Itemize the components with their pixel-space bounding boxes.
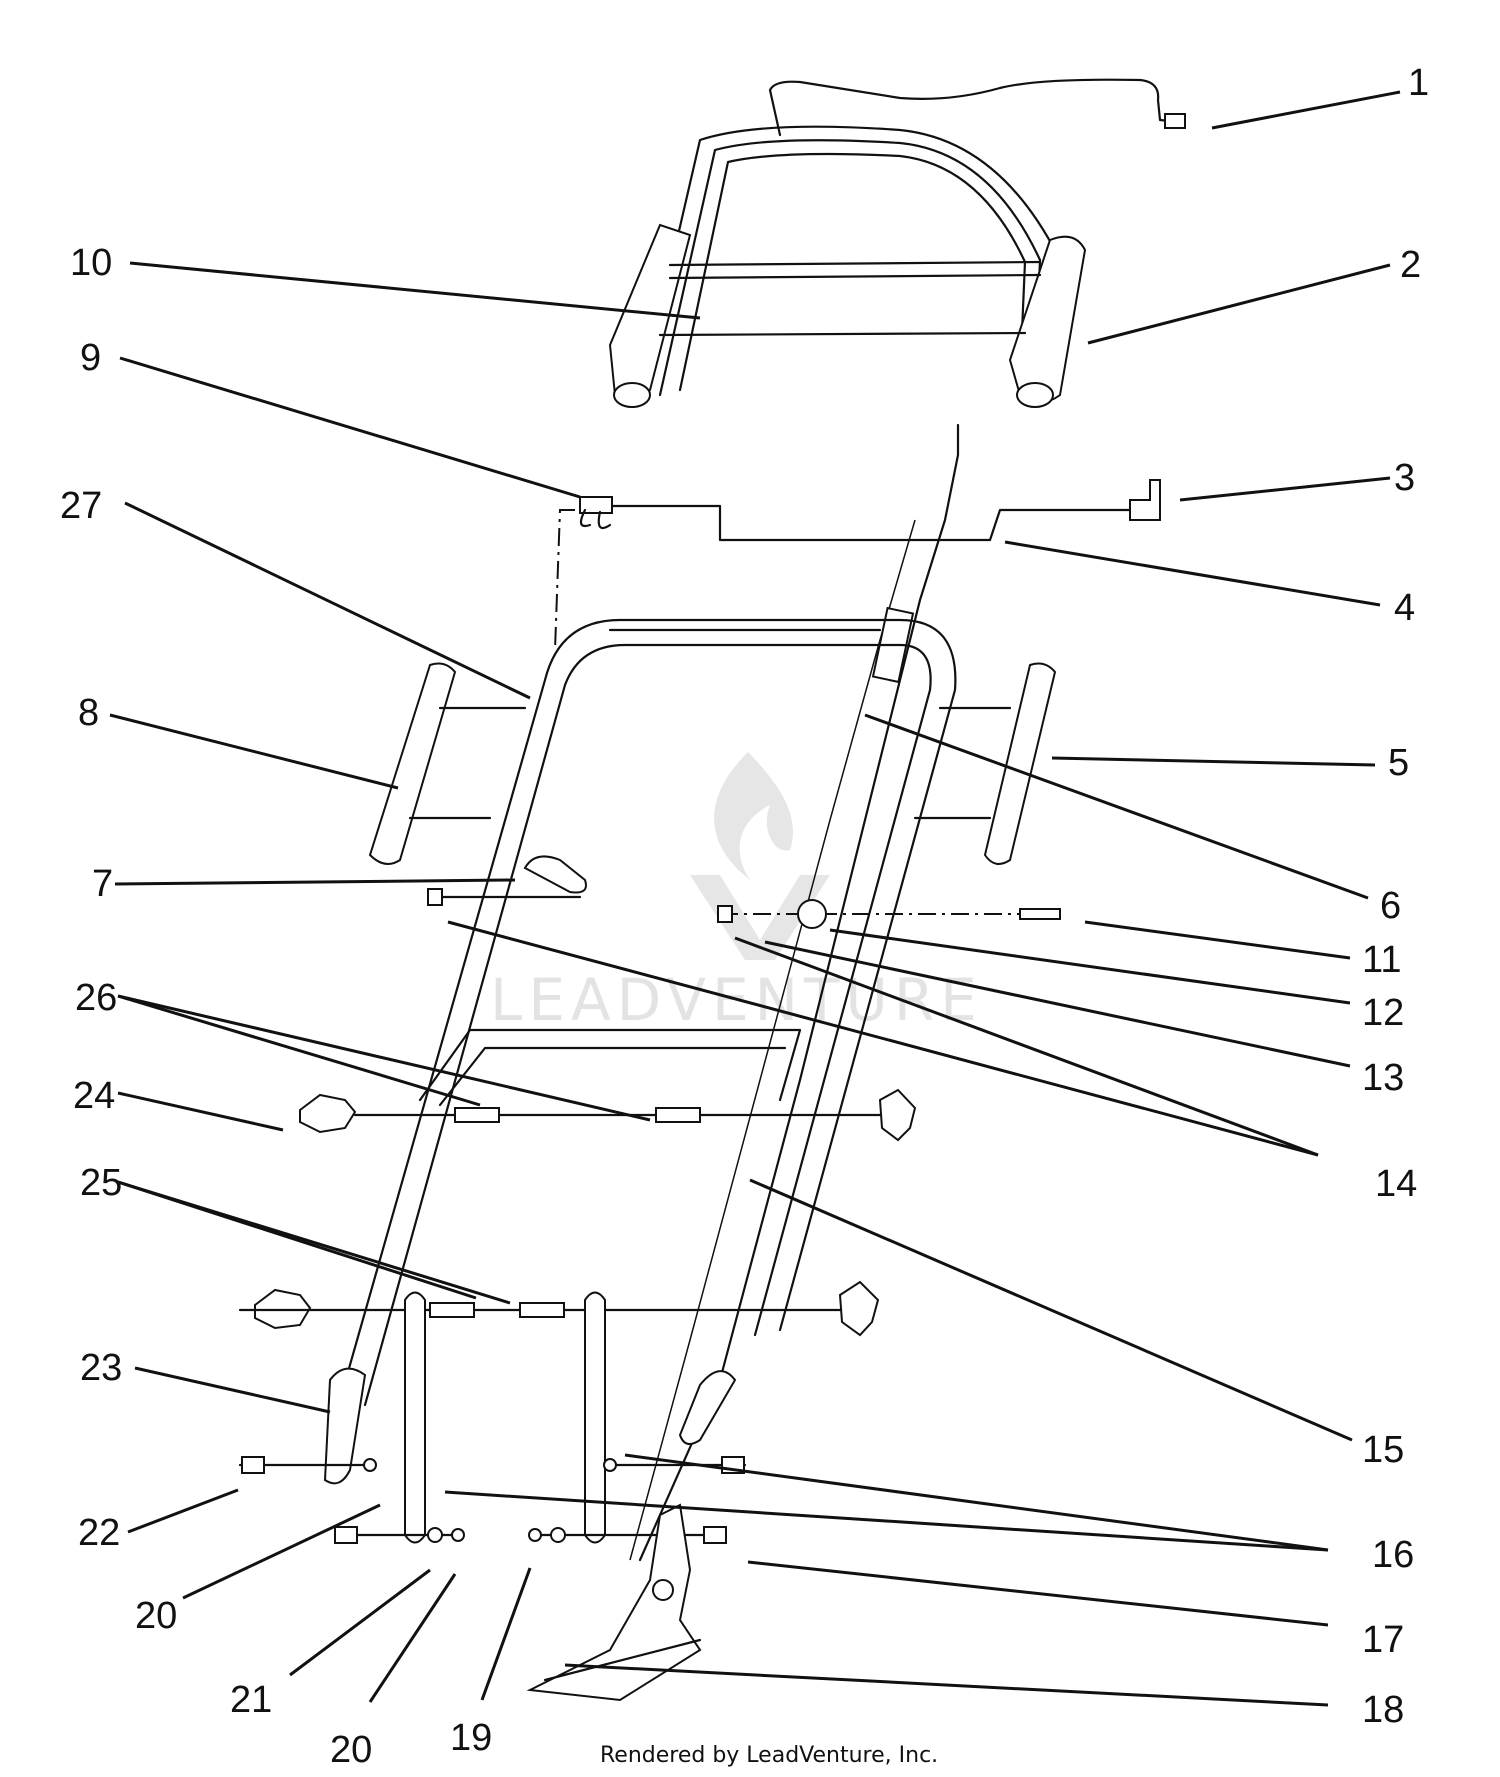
callout-25: 25 [80, 1162, 122, 1204]
knob-lower-right-part [838, 1280, 880, 1337]
watermark-text: LEADVENTURE [490, 966, 983, 1034]
callout-9: 9 [80, 337, 101, 379]
cable-drawing [638, 423, 960, 1562]
lower-handle-drawing [323, 618, 957, 1485]
callout-20-bottom: 20 [330, 1729, 372, 1771]
callout-19: 19 [450, 1717, 492, 1759]
callout-4: 4 [1394, 587, 1415, 629]
cable-guide-part [523, 855, 587, 894]
callout-5: 5 [1388, 742, 1409, 784]
cable-tie-right-part [983, 662, 1057, 865]
callout-10: 10 [70, 242, 112, 284]
callout-27: 27 [60, 485, 102, 527]
callout-24: 24 [73, 1075, 115, 1117]
callout-6: 6 [1380, 885, 1401, 927]
callout-7: 7 [92, 863, 113, 905]
callout-21: 21 [230, 1679, 272, 1721]
callout-11: 11 [1362, 939, 1401, 981]
callout-12: 12 [1362, 992, 1404, 1034]
knob-left-part [299, 1093, 357, 1134]
watermark-logo [690, 752, 830, 960]
callout-labels: 1 2 3 4 5 6 7 8 9 10 11 12 13 14 15 16 1… [60, 62, 1429, 1771]
callout-23: 23 [80, 1347, 122, 1389]
callout-3: 3 [1394, 457, 1415, 499]
knob-right-part [878, 1088, 917, 1142]
callout-2: 2 [1400, 244, 1421, 286]
leader-lines [109, 90, 1401, 1707]
callout-22: 22 [78, 1512, 120, 1554]
callout-16: 16 [1372, 1534, 1414, 1576]
callout-18: 18 [1362, 1689, 1404, 1731]
rod-drawing [598, 504, 1132, 542]
link-right-part [584, 1291, 606, 1544]
control-bail-drawing [768, 78, 1182, 137]
footer-credit: Rendered by LeadVenture, Inc. [600, 1743, 938, 1768]
upper-handle-drawing [608, 125, 1087, 408]
link-left-part [404, 1291, 426, 1544]
callout-8: 8 [78, 692, 99, 734]
callout-1: 1 [1408, 62, 1429, 104]
callout-20-left: 20 [135, 1595, 177, 1637]
callout-13: 13 [1362, 1057, 1404, 1099]
callout-15: 15 [1362, 1429, 1404, 1471]
callout-14: 14 [1375, 1163, 1417, 1205]
callout-26: 26 [75, 977, 117, 1019]
cable-tie-left-part [368, 662, 457, 865]
bail-end-part [1164, 113, 1186, 129]
callout-17: 17 [1362, 1619, 1404, 1661]
rod-clip-part [1129, 479, 1161, 521]
spring-part [579, 496, 613, 514]
